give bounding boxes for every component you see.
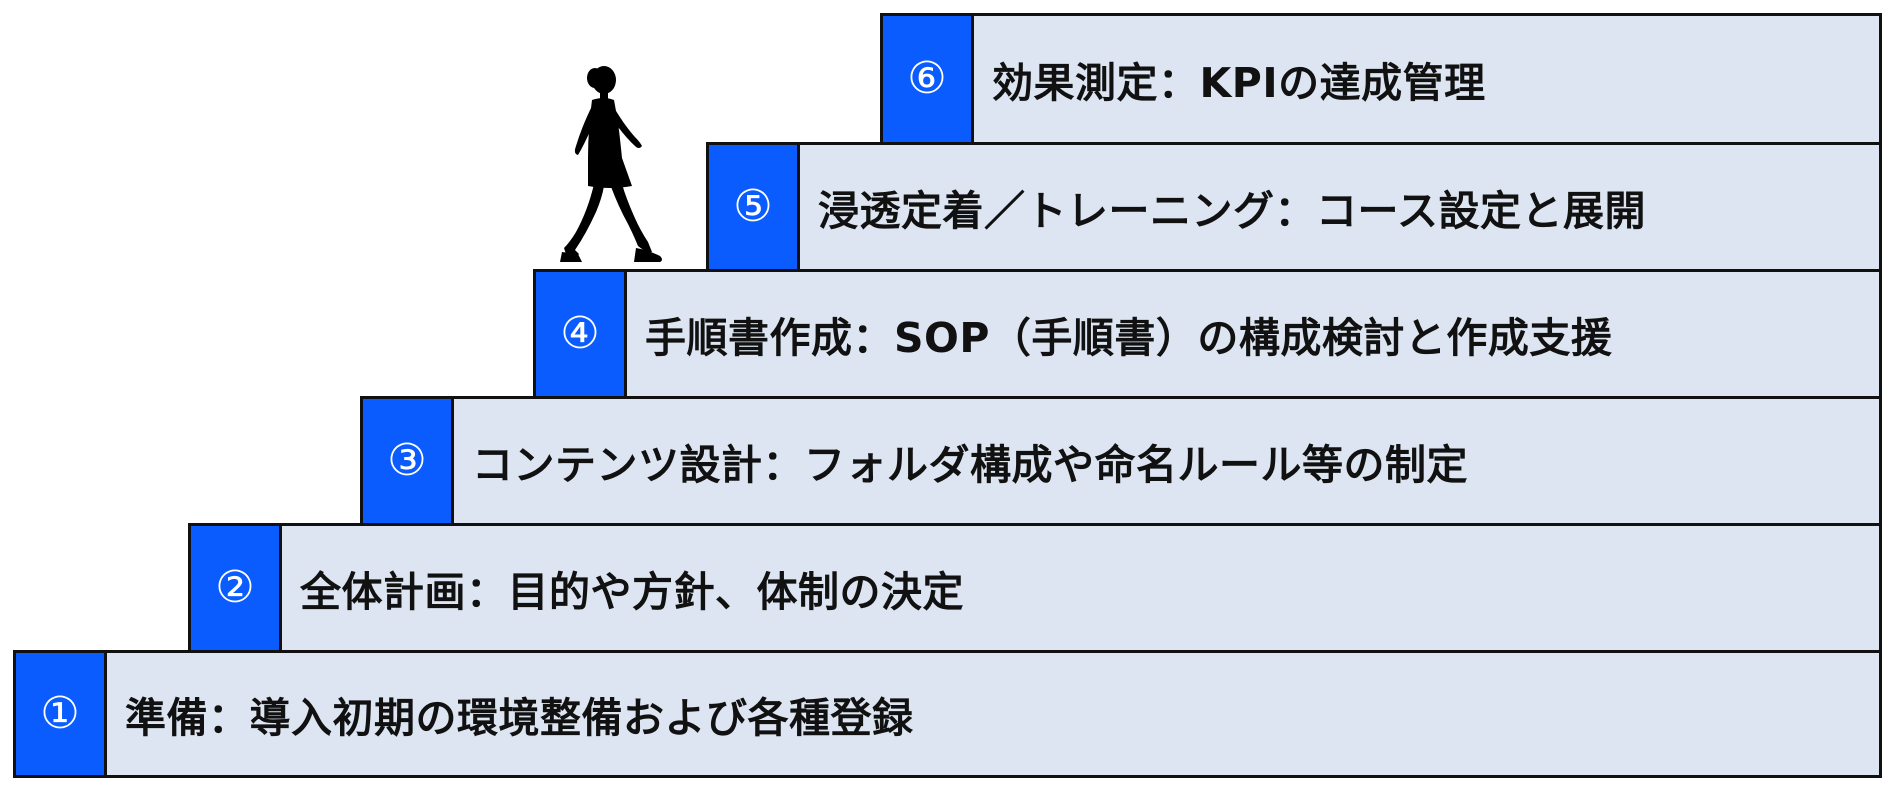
step-1-label: 準備：導入初期の環境整備および各種登録 [125,694,914,742]
step-5: ⑤ 浸透定着／トレーニング：コース設定と展開 [706,142,1882,272]
step-6: ⑥ 効果測定：KPIの達成管理 [880,13,1882,145]
step-4-label: 手順書作成：SOP（手順書）の構成検討と作成支援 [645,314,1613,362]
step-1-number: ① [16,653,107,775]
step-6-label: 効果測定：KPIの達成管理 [992,59,1486,107]
walking-woman-icon [560,66,662,262]
step-3-number: ③ [363,399,454,523]
step-2-number: ② [191,526,282,650]
step-5-number: ⑤ [709,145,800,269]
step-3: ③ コンテンツ設計：フォルダ構成や命名ルール等の制定 [360,396,1882,526]
step-4-number: ④ [536,272,627,396]
step-4: ④ 手順書作成：SOP（手順書）の構成検討と作成支援 [533,269,1882,399]
step-2-label: 全体計画：目的や方針、体制の決定 [300,568,964,616]
step-5-label: 浸透定着／トレーニング：コース設定と展開 [818,187,1646,235]
step-6-number: ⑥ [883,16,974,142]
step-1: ① 準備：導入初期の環境整備および各種登録 [13,650,1882,778]
step-2: ② 全体計画：目的や方針、体制の決定 [188,523,1882,653]
step-3-label: コンテンツ設計：フォルダ構成や命名ルール等の制定 [472,441,1468,489]
